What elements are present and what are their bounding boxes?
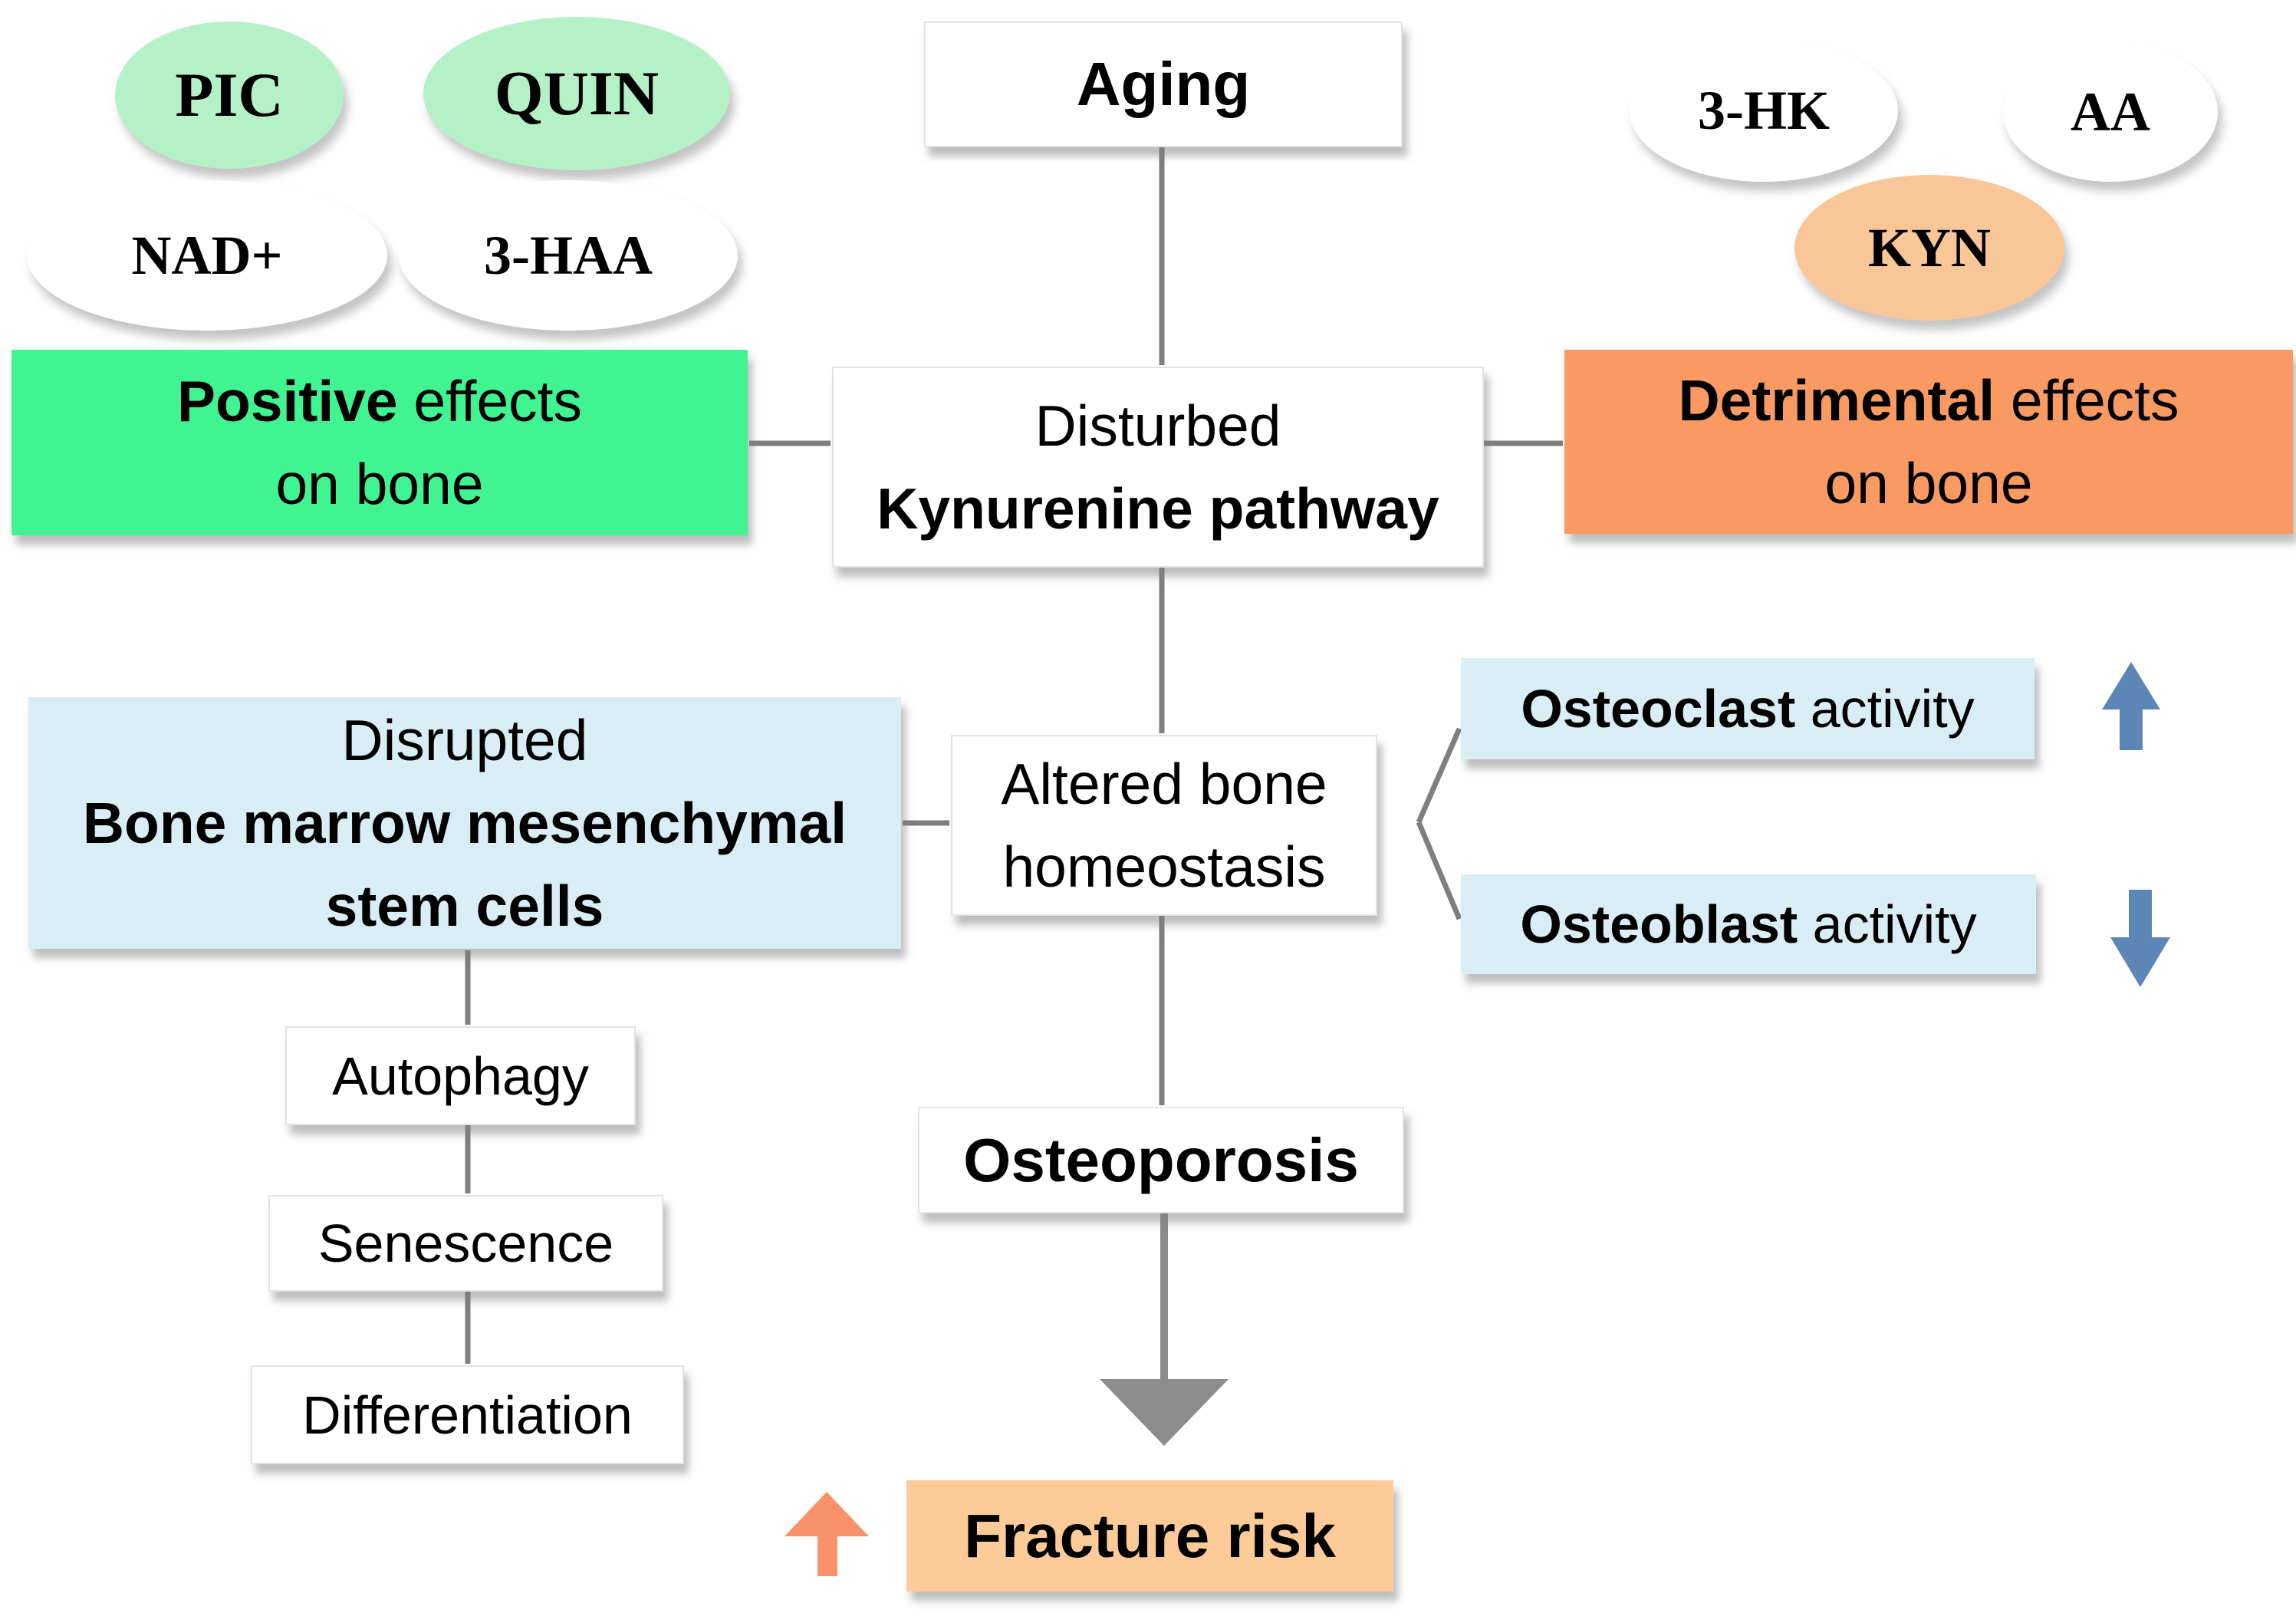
osteoblast-bold: Osteoblast bbox=[1520, 894, 1798, 954]
positive-rest: effects bbox=[397, 369, 583, 433]
fracture-up-arrow-icon bbox=[785, 1492, 869, 1536]
node-osteoblast-activity: Osteoblast activity bbox=[1461, 874, 2036, 974]
disturbed-line1: Disturbed bbox=[1035, 393, 1281, 458]
ellipse-nad-label: NAD+ bbox=[131, 224, 283, 286]
ellipse-3haa-label: 3-HAA bbox=[484, 224, 653, 286]
ellipse-nad: NAD+ bbox=[27, 180, 387, 331]
ellipse-3hk: 3-HK bbox=[1630, 40, 1898, 182]
fracture-risk-label: Fracture risk bbox=[964, 1501, 1336, 1570]
altered-line2: homeostasis bbox=[1002, 835, 1326, 899]
node-bmsc: Disrupted Bone marrow mesenchymal stem c… bbox=[28, 697, 901, 949]
positive-line2: on bone bbox=[275, 452, 484, 516]
ellipse-3hk-label: 3-HK bbox=[1698, 80, 1830, 141]
autophagy-label: Autophagy bbox=[332, 1045, 589, 1106]
node-aging: Aging bbox=[924, 21, 1403, 147]
node-osteoporosis: Osteoporosis bbox=[918, 1107, 1404, 1213]
node-senescence: Senescence bbox=[268, 1195, 663, 1292]
node-aging-label: Aging bbox=[1076, 50, 1251, 118]
ellipse-aa-label: AA bbox=[2071, 81, 2150, 143]
connector-branch-osteoclast bbox=[1416, 727, 1462, 824]
node-osteoclast-activity: Osteoclast activity bbox=[1461, 658, 2034, 759]
detrimental-bold: Detrimental bbox=[1678, 368, 1995, 433]
ellipse-kyn: KYN bbox=[1794, 175, 2064, 321]
osteoblast-down-arrow-icon bbox=[2110, 937, 2170, 987]
detrimental-line2: on bone bbox=[1824, 451, 2033, 515]
ellipse-kyn-label: KYN bbox=[1868, 216, 1991, 278]
osteoclast-up-arrow-icon bbox=[2102, 662, 2160, 709]
altered-line1: Altered bone bbox=[1001, 752, 1327, 816]
osteoclast-bold: Osteoclast bbox=[1521, 679, 1796, 739]
ellipse-aa: AA bbox=[2003, 42, 2218, 182]
disturbed-line2: Kynurenine pathway bbox=[877, 476, 1439, 541]
node-autophagy: Autophagy bbox=[285, 1026, 636, 1125]
bmsc-line1: Disrupted bbox=[341, 708, 588, 772]
positive-bold: Positive bbox=[176, 369, 398, 433]
ellipse-pic: PIC bbox=[115, 21, 344, 169]
node-disturbed-kynurenine: Disturbed Kynurenine pathway bbox=[832, 367, 1484, 568]
ellipse-quin: QUIN bbox=[423, 17, 730, 170]
bmsc-line3: stem cells bbox=[325, 874, 604, 938]
osteoclast-rest: activity bbox=[1795, 679, 1975, 739]
senescence-label: Senescence bbox=[317, 1213, 614, 1273]
ellipse-quin-label: QUIN bbox=[494, 58, 660, 128]
node-altered-homeostasis: Altered bone homeostasis bbox=[951, 735, 1377, 916]
node-positive-effects: Positive effects on bone bbox=[12, 350, 748, 535]
connector-branch-osteoblast bbox=[1416, 821, 1462, 920]
bmsc-line2: Bone marrow mesenchymal bbox=[82, 791, 847, 855]
ellipse-pic-label: PIC bbox=[175, 60, 284, 130]
osteoporosis-label: Osteoporosis bbox=[963, 1125, 1359, 1194]
node-detrimental-effects: Detrimental effects on bone bbox=[1564, 350, 2293, 534]
differentiation-label: Differentiation bbox=[302, 1384, 633, 1445]
node-fracture-risk: Fracture risk bbox=[906, 1480, 1393, 1592]
big-down-arrow-icon bbox=[1100, 1379, 1229, 1446]
node-differentiation: Differentiation bbox=[251, 1365, 684, 1464]
ellipse-3haa: 3-HAA bbox=[399, 180, 738, 331]
detrimental-rest: effects bbox=[1995, 368, 2179, 433]
osteoblast-rest: activity bbox=[1798, 894, 1977, 954]
